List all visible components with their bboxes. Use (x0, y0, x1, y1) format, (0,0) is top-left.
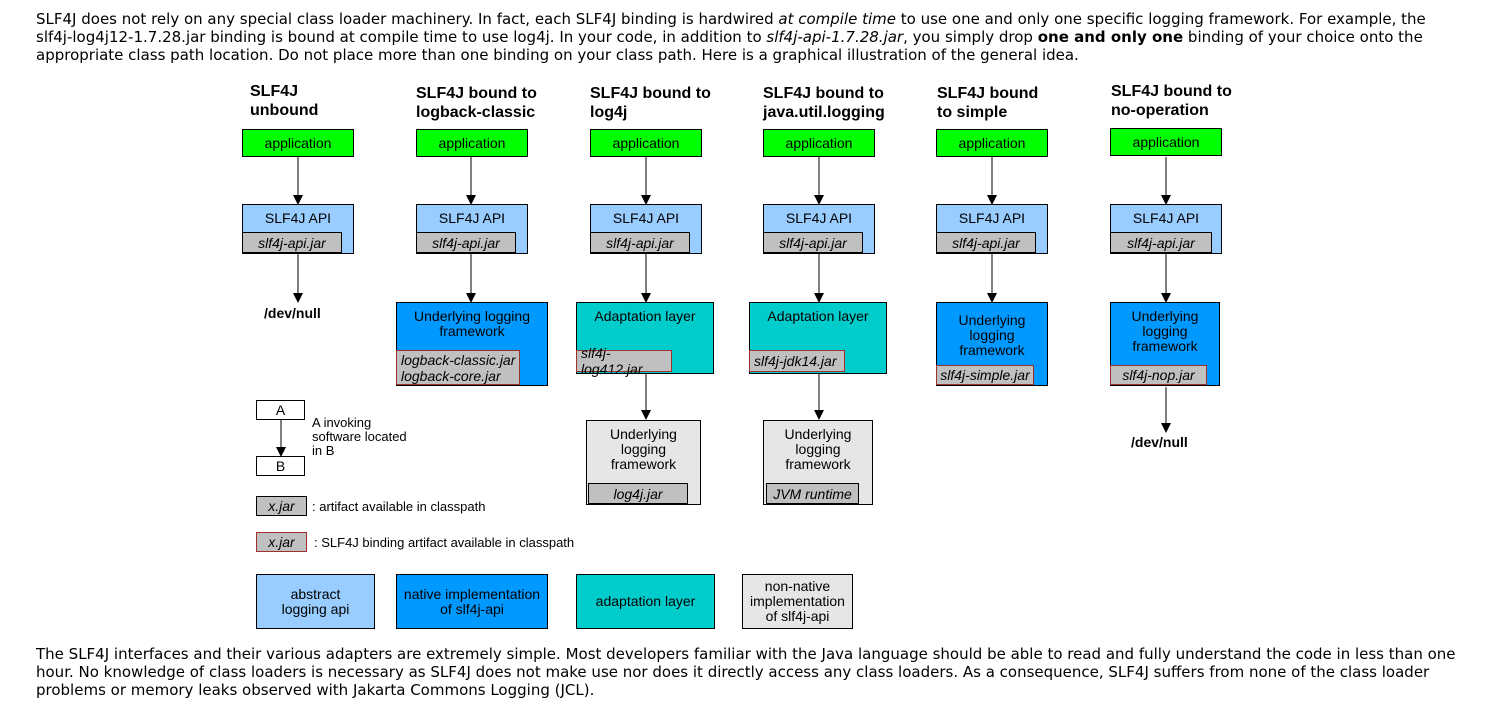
jar-label: JVM runtime (766, 483, 859, 504)
jar-label: slf4j-api.jar (936, 232, 1036, 253)
binding-jar-label: slf4j-simple.jar (936, 365, 1034, 385)
legend-artifact-text: : artifact available in classpath (312, 499, 486, 514)
legend-binding-artifact-text: : SLF4J binding artifact available in cl… (314, 535, 575, 550)
outro-paragraph: The SLF4J interfaces and their various a… (36, 645, 1456, 699)
binding-jar-label: slf4j-jdk14.jar (749, 350, 845, 372)
jar-label: slf4j-api.jar (590, 232, 690, 253)
legend-box-a: A (256, 400, 305, 420)
legend-jar-sample: x.jar (256, 496, 307, 516)
column-title-jul: SLF4J bound to java.util.logging (763, 85, 885, 121)
column-title-simple: SLF4J bound to simple (937, 85, 1039, 121)
binding-jar-label: slf4j-nop.jar (1110, 365, 1207, 385)
legend-invoke-text: A invoking software located in B (312, 415, 407, 458)
jar-label: slf4j-api.jar (242, 232, 342, 253)
legend-box-b: B (256, 456, 305, 476)
legend-non-native-implementation: non-native implementation of slf4j-api (742, 574, 853, 629)
legend-adaptation-layer: adaptation layer (576, 574, 715, 629)
binding-jar-label: slf4j-log412.jar (576, 345, 672, 377)
application-box: application (1110, 128, 1222, 156)
jar-label: slf4j-api.jar (416, 232, 516, 253)
jar-label: log4j.jar (588, 483, 688, 504)
jar-label: slf4j-api.jar (763, 232, 863, 253)
application-box: application (763, 129, 875, 157)
intro-paragraph: SLF4J does not rely on any special class… (36, 10, 1426, 64)
legend-binding-jar-sample: x.jar (256, 532, 307, 552)
jar-label: slf4j-api.jar (1110, 232, 1212, 253)
legend-native-implementation: native implementation of slf4j-api (396, 574, 548, 629)
application-box: application (590, 129, 702, 157)
application-box: application (242, 129, 354, 157)
column-title-unbound: SLF4J unbound (250, 83, 319, 119)
column-title-nop: SLF4J bound to no-operation (1111, 83, 1232, 119)
legend-abstract-api: abstract logging api (256, 574, 375, 629)
devnull-label: /dev/null (264, 305, 321, 321)
application-box: application (416, 129, 528, 157)
binding-jar-label: logback-classic.jar logback-core.jar (396, 350, 520, 385)
devnull-label: /dev/null (1131, 434, 1188, 450)
column-title-logback: SLF4J bound to logback-classic (416, 85, 537, 121)
column-title-log4j: SLF4J bound to log4j (590, 85, 711, 121)
slf4j-api-box: SLF4J API (763, 204, 875, 254)
application-box: application (936, 129, 1048, 157)
